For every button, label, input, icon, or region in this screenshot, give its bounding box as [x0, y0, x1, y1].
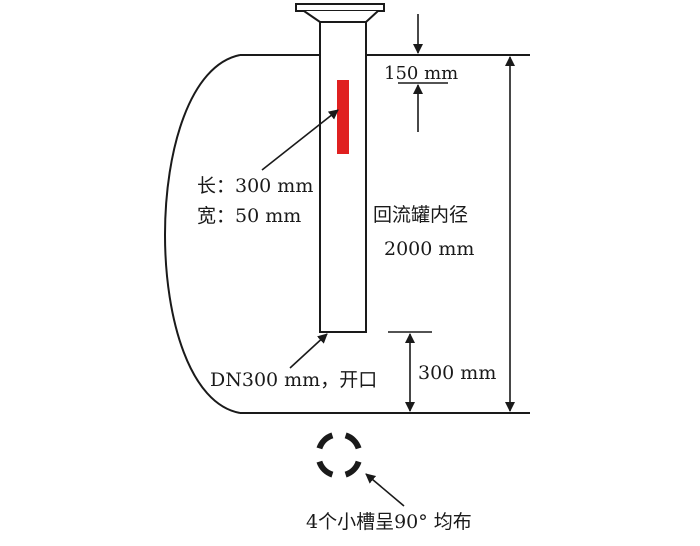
- top-gap-label: 150 mm: [384, 63, 458, 84]
- ring-arc-4: [316, 432, 334, 450]
- grooved-ring: [316, 432, 362, 478]
- slot-width-label: 宽：50 mm: [197, 205, 301, 227]
- ring-arc-3: [316, 460, 334, 478]
- top-gap-dimension: [398, 14, 448, 132]
- grooves-note-label: 4个小槽呈90° 均布: [306, 511, 472, 533]
- slot-length-label: 长：300 mm: [197, 175, 313, 197]
- bottom-gap-dimension: [388, 331, 432, 412]
- open-end-leader: [289, 333, 328, 369]
- pipe-flange: [295, 3, 385, 12]
- slot-marker: [337, 80, 349, 154]
- diameter-label-line2: 2000 mm: [384, 238, 474, 260]
- open-end-label: DN300 mm，开口: [210, 369, 377, 391]
- pipe-body: [319, 21, 367, 333]
- dip-pipe: [295, 3, 385, 333]
- ring-arc-1: [344, 432, 362, 450]
- flange-neck: [303, 10, 379, 23]
- diameter-label-line1: 回流罐内径: [373, 204, 468, 226]
- bottom-gap-label: 300 mm: [418, 362, 496, 384]
- slot-leader-line: [261, 109, 339, 171]
- ring-arc-2: [344, 460, 362, 478]
- tank-head-curve: [164, 54, 241, 414]
- ring-leader: [365, 473, 405, 507]
